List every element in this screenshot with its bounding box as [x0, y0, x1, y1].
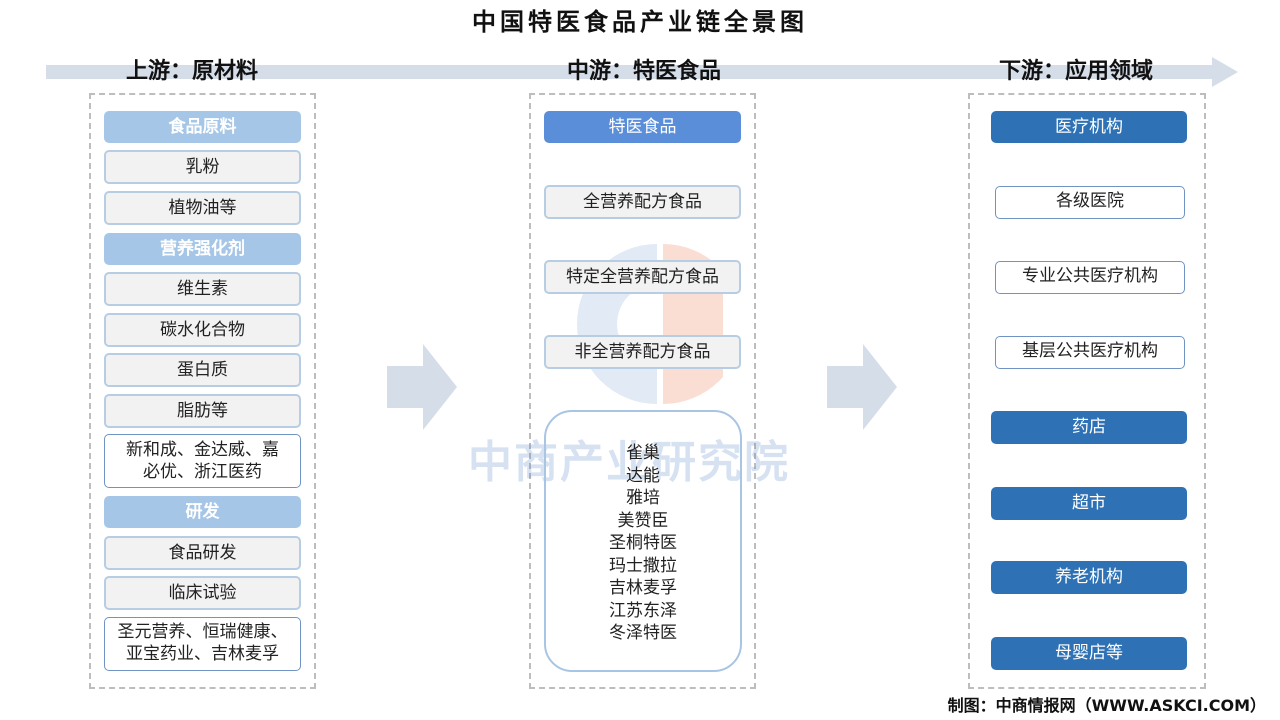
midstream-panel [529, 93, 756, 689]
upstream-item: 碳水化合物 [104, 313, 301, 347]
company-line: 圣元营养、恒瑞健康、 [117, 622, 288, 642]
company-line: 亚宝药业、吉林麦孚 [126, 644, 279, 664]
upstream-item: 维生素 [104, 272, 301, 306]
company-name: 美赞臣 [617, 510, 669, 531]
upstream-item: 植物油等 [104, 191, 301, 225]
right-arrow-icon [387, 344, 457, 430]
company-name: 江苏东泽 [609, 600, 677, 621]
page-title: 中国特医食品产业链全景图 [472, 8, 808, 36]
midstream-item: 全营养配方食品 [544, 185, 741, 219]
upstream-title: 上游：原材料 [125, 59, 258, 84]
downstream-sub-item: 各级医院 [995, 186, 1185, 219]
right-arrow-icon [827, 344, 897, 430]
downstream-title: 下游：应用领域 [998, 59, 1153, 84]
upstream-item: 乳粉 [104, 150, 301, 184]
company-name: 圣桐特医 [609, 533, 677, 553]
source-credit: 制图：中商情报网（WWW.ASKCI.COM） [947, 696, 1266, 715]
upstream-group-header: 研发 [104, 496, 301, 528]
upstream-companies: 新和成、金达威、嘉 必优、浙江医药 [104, 434, 301, 488]
midstream-header: 特医食品 [544, 111, 741, 143]
company-name: 冬泽特医 [609, 623, 677, 643]
downstream-sub-item: 基层公共医疗机构 [995, 336, 1185, 369]
downstream-item: 养老机构 [991, 561, 1187, 594]
downstream-sub-item: 专业公共医疗机构 [995, 261, 1185, 294]
downstream-header: 医疗机构 [991, 111, 1187, 143]
upstream-item: 脂肪等 [104, 394, 301, 428]
upstream-companies: 圣元营养、恒瑞健康、 亚宝药业、吉林麦孚 [104, 617, 301, 671]
upstream-group-header: 食品原料 [104, 111, 301, 143]
upstream-item: 临床试验 [104, 576, 301, 610]
upstream-panel [89, 93, 316, 689]
downstream-item: 超市 [991, 487, 1187, 520]
upstream-item: 蛋白质 [104, 353, 301, 387]
company-name: 雀巢 [626, 443, 660, 463]
midstream-companies: 雀巢 达能 雅培 美赞臣 圣桐特医 玛士撒拉 吉林麦孚 江苏东泽 冬泽特医 [544, 410, 742, 672]
downstream-item: 药店 [991, 411, 1187, 444]
company-name: 玛士撒拉 [609, 555, 677, 576]
upstream-item: 食品研发 [104, 536, 301, 570]
watermark-text: 中商产业研究院 [468, 437, 790, 488]
flow-arrow-icon [46, 57, 1238, 87]
upstream-group-header: 营养强化剂 [104, 233, 301, 265]
company-line: 必优、浙江医药 [143, 462, 262, 482]
company-name: 雅培 [626, 488, 660, 508]
company-name: 吉林麦孚 [609, 578, 677, 598]
downstream-item: 母婴店等 [991, 637, 1187, 670]
midstream-item: 非全营养配方食品 [544, 335, 741, 369]
company-name: 达能 [626, 465, 660, 486]
midstream-item: 特定全营养配方食品 [544, 260, 741, 294]
midstream-title: 中游：特医食品 [566, 59, 721, 84]
company-line: 新和成、金达威、嘉 [126, 440, 279, 460]
downstream-panel [968, 93, 1206, 689]
